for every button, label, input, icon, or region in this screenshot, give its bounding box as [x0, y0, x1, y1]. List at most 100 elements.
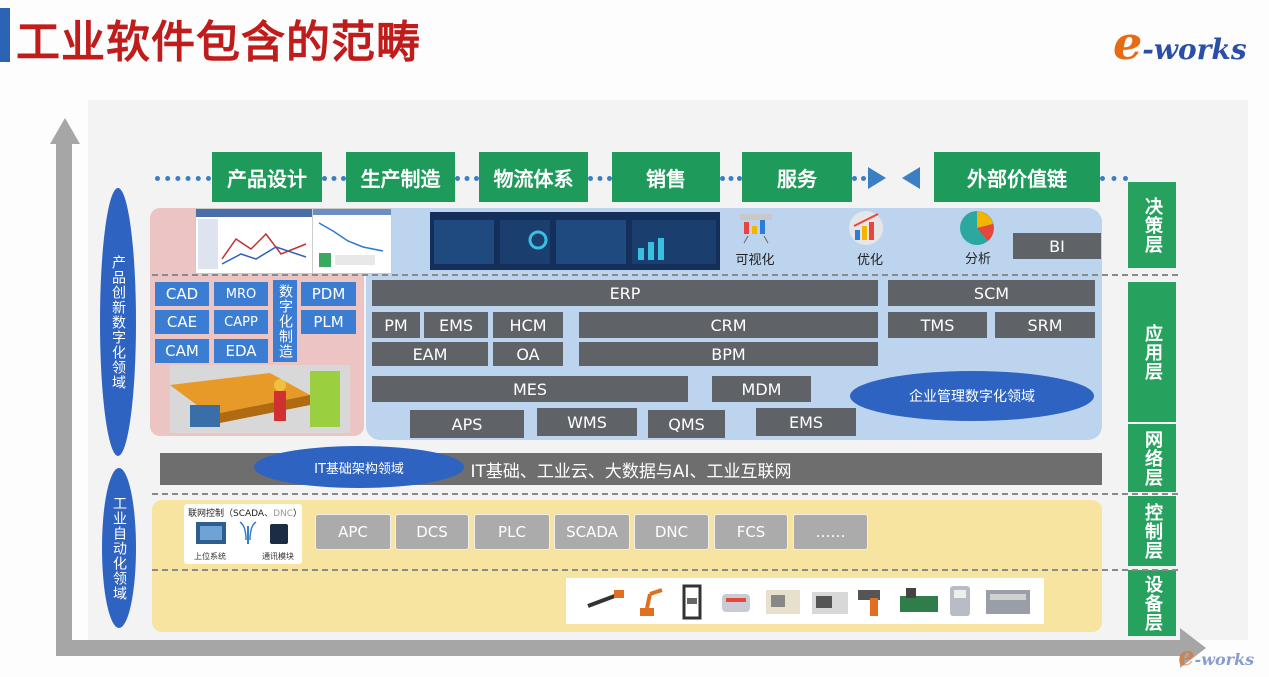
- eworks-watermark-logo: e-works: [1178, 642, 1255, 672]
- box-digital-manufacturing: 数字化制造: [273, 280, 297, 362]
- oval-product-innovation-label: 产品创新数字化领域: [110, 254, 126, 390]
- host-system-label: 上位系统: [194, 552, 226, 561]
- optimization-label: 优化: [856, 253, 883, 268]
- value-chain-dots: [588, 176, 612, 181]
- dashboard-screenshot: [430, 212, 720, 270]
- x-axis-arrow: [56, 640, 1186, 656]
- optimization-icon: [849, 211, 883, 245]
- analysis-label: 分析: [964, 252, 991, 267]
- box-more: ……: [793, 514, 868, 550]
- y-axis-arrowhead: [50, 118, 80, 144]
- left-arrow-icon: [902, 167, 920, 189]
- value-chain-external: 外部价值链: [934, 152, 1100, 202]
- oval-product-innovation: 产品创新数字化领域: [100, 188, 136, 456]
- layer-device: 设备层: [1128, 570, 1176, 636]
- box-mdm: MDM: [712, 376, 811, 402]
- value-chain-dots: [1100, 176, 1128, 181]
- press-machine-icon: [682, 584, 702, 620]
- screwdriver-icon: [587, 590, 624, 608]
- x-axis-arrowhead: [1180, 628, 1206, 668]
- box-dnc: DNC: [634, 514, 709, 550]
- value-chain-dots: [155, 176, 211, 181]
- page-title: 工业软件包含的范畴: [16, 17, 421, 68]
- value-chain-dots: [455, 176, 479, 181]
- layer-divider: [152, 493, 1178, 495]
- value-chain-sales: 销售: [612, 152, 720, 202]
- devices-strip: [566, 578, 1044, 624]
- box-crm: CRM: [579, 312, 878, 338]
- comm-module-label: 通讯模块: [262, 552, 294, 561]
- box-apc: APC: [315, 514, 391, 550]
- layer-divider: [152, 569, 1178, 571]
- box-bpm: BPM: [579, 342, 878, 366]
- box-erp: ERP: [372, 280, 878, 306]
- box-cad: CAD: [155, 282, 209, 306]
- agv-icon: [722, 594, 750, 612]
- y-axis-arrow: [56, 140, 72, 650]
- oval-industrial-automation-label: 工业自动化领域: [111, 495, 127, 601]
- robot-arm-icon: [640, 588, 663, 616]
- box-wms: WMS: [537, 408, 637, 436]
- injection-machine-icon: [900, 588, 938, 612]
- scanner-icon: [858, 590, 880, 616]
- box-pdm: PDM: [301, 282, 356, 306]
- box-mro: MRO: [214, 282, 268, 306]
- layer-divider: [152, 274, 1178, 276]
- scada-card: 联网控制（SCADA、DNC） 上位系统 通讯模块: [184, 504, 302, 564]
- visualization-label: 可视化: [735, 253, 775, 268]
- scada-devices-icon: [196, 521, 288, 544]
- box-tms: TMS: [888, 312, 987, 338]
- layer-application: 应用层: [1128, 282, 1176, 422]
- value-chain-logistics: 物流体系: [479, 152, 588, 202]
- software-screenshot: [195, 208, 313, 274]
- value-chain-manufacturing: 生产制造: [346, 152, 455, 202]
- box-srm: SRM: [995, 312, 1095, 338]
- box-plm: PLM: [301, 310, 356, 334]
- box-hcm: HCM: [493, 312, 563, 338]
- box-dcs: DCS: [395, 514, 469, 550]
- oval-enterprise-management: 企业管理数字化领域: [850, 371, 1094, 421]
- box-plc: PLC: [474, 514, 550, 550]
- box-capp: CAPP: [214, 310, 268, 334]
- layer-control: 控制层: [1128, 496, 1176, 566]
- eworks-logo: e-works: [1113, 16, 1247, 70]
- box-scada: SCADA: [554, 514, 630, 550]
- box-qms: QMS: [648, 410, 725, 438]
- value-chain-product-design: 产品设计: [212, 152, 322, 202]
- cad-model-illustration: [170, 365, 350, 433]
- layer-network: 网络层: [1128, 424, 1176, 492]
- oval-it-infrastructure: IT基础架构领域: [254, 446, 464, 488]
- industrial-devices-icons: [587, 584, 1030, 620]
- title-accent-bar: [0, 8, 10, 62]
- box-scm: SCM: [888, 280, 1095, 306]
- right-arrow-icon: [868, 167, 886, 189]
- box-oa: OA: [493, 342, 563, 366]
- cnc-machine-icon: [766, 590, 800, 614]
- assembly-line-icon: [986, 590, 1030, 614]
- lathe-icon: [812, 592, 848, 614]
- value-chain-service: 服务: [742, 152, 852, 202]
- screenshot-graphic: [313, 209, 391, 267]
- box-ems: EMS: [424, 312, 488, 338]
- box-fcs: FCS: [714, 514, 788, 550]
- analysis-icon: [960, 211, 994, 245]
- value-chain-dots: [720, 176, 742, 181]
- oval-industrial-automation: 工业自动化领域: [102, 468, 136, 628]
- box-cam: CAM: [155, 339, 209, 363]
- bi-box: BI: [1013, 233, 1101, 259]
- screenshot-graphic: [196, 209, 312, 269]
- layer-decision: 决策层: [1128, 182, 1176, 268]
- value-chain-dots: [852, 176, 866, 181]
- value-chain-dots: [322, 176, 346, 181]
- box-ems-2: EMS: [756, 408, 856, 436]
- box-cae: CAE: [155, 310, 209, 334]
- box-eda: EDA: [214, 339, 268, 363]
- box-mes: MES: [372, 376, 688, 402]
- box-pm: PM: [372, 312, 420, 338]
- visualization-icon: [740, 214, 772, 244]
- meter-icon: [950, 586, 970, 616]
- box-aps: APS: [410, 410, 524, 438]
- dashboard-graphic: [434, 220, 716, 264]
- scada-card-title: 联网控制（SCADA、DNC）: [188, 509, 303, 519]
- box-eam: EAM: [372, 342, 488, 366]
